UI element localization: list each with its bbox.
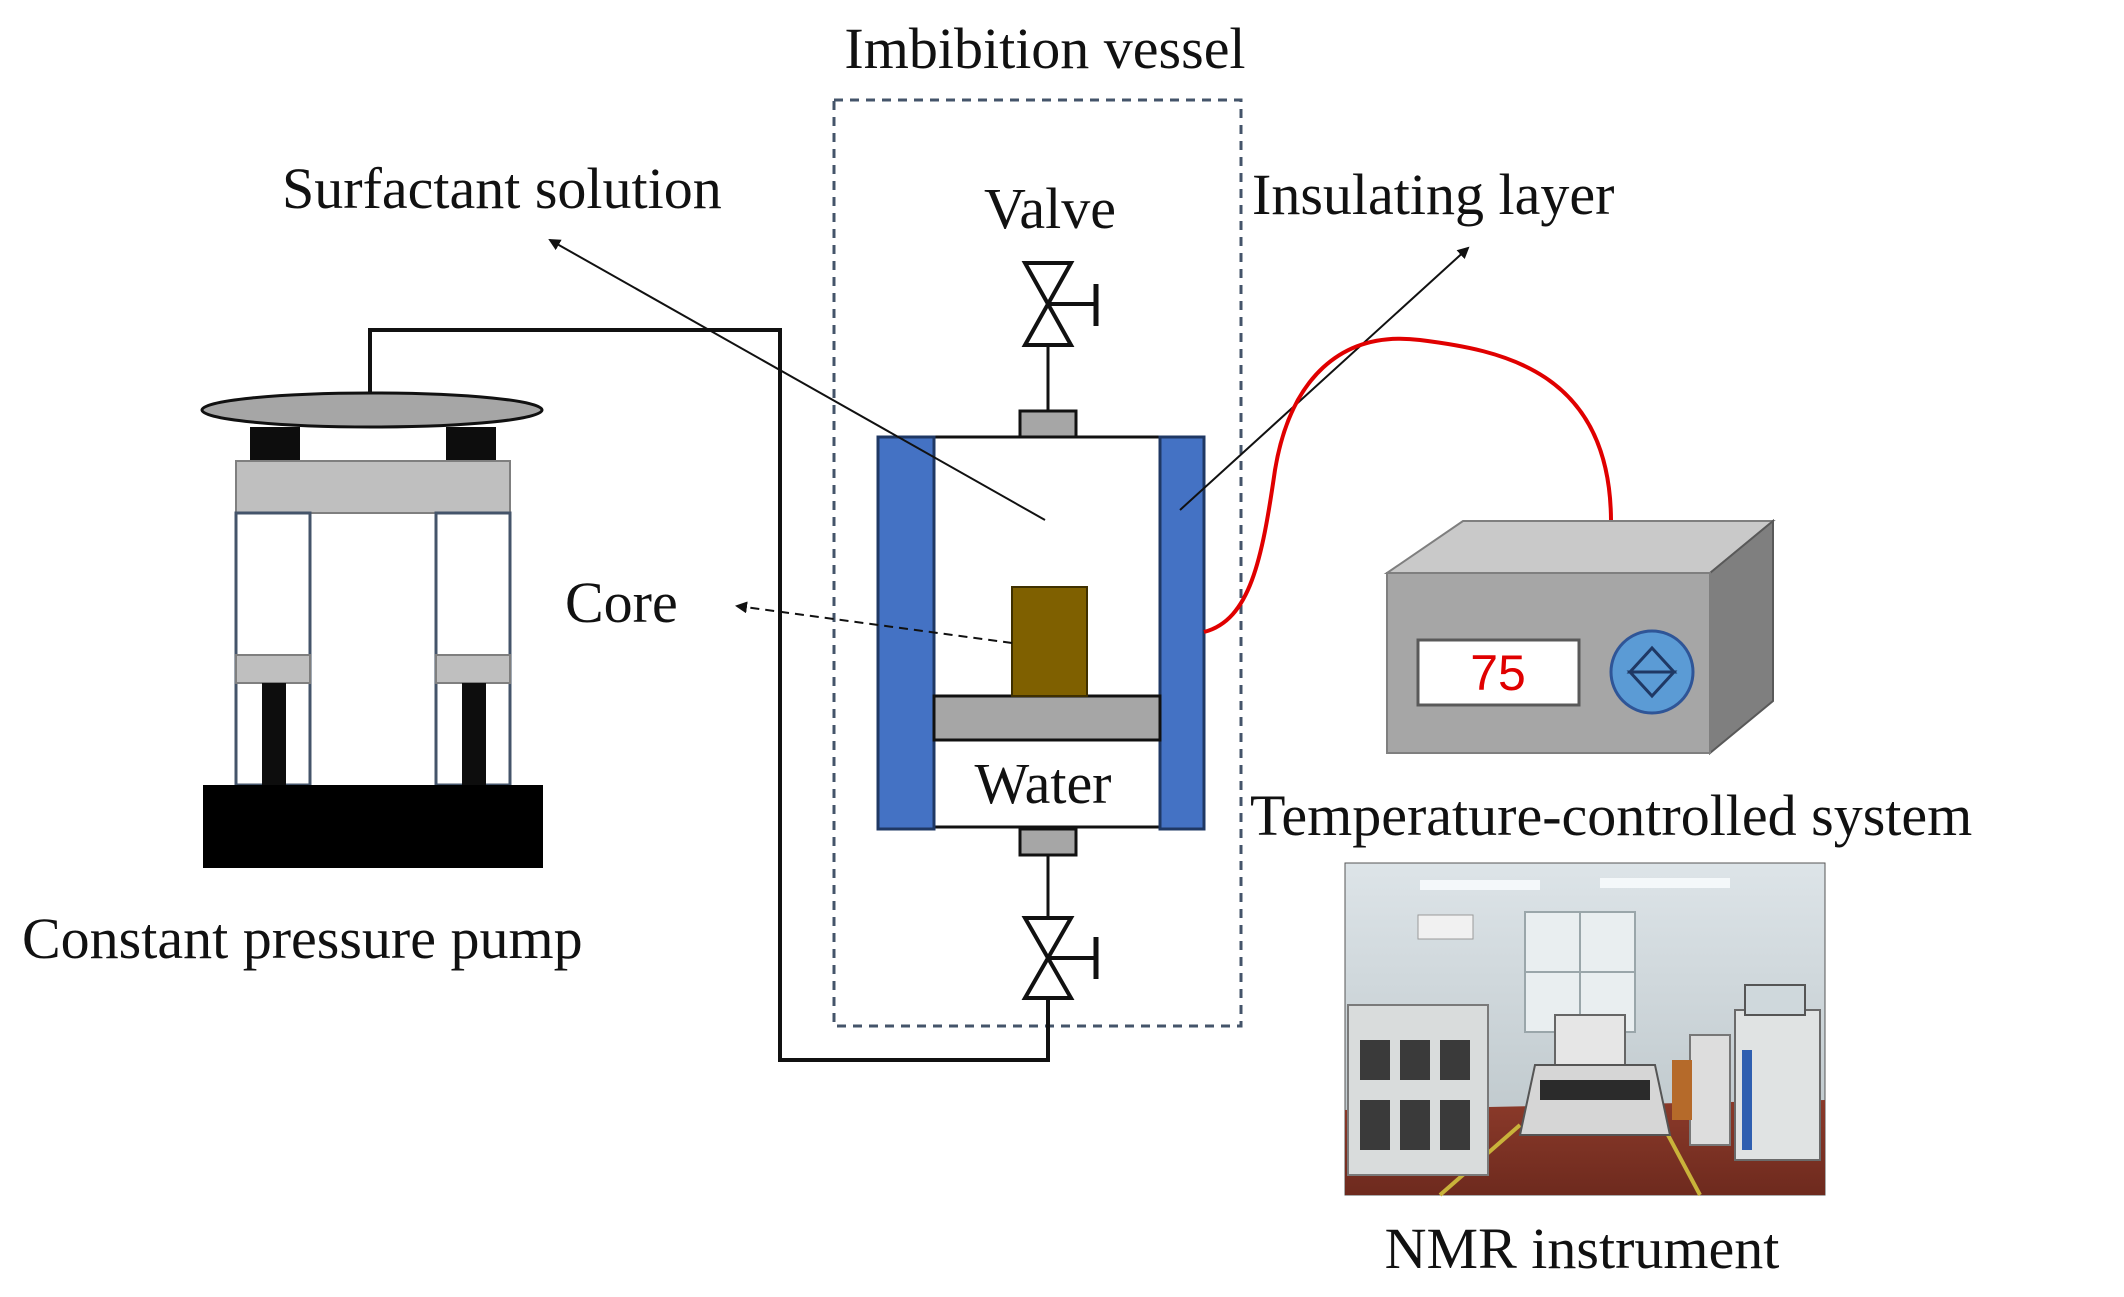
valve-label: Valve	[984, 176, 1116, 241]
nmr-instrument-label: NMR instrument	[1385, 1216, 1780, 1281]
bottom-connector	[1018, 827, 1078, 857]
constant-pressure-pump	[200, 391, 544, 868]
top-valve-icon[interactable]	[1021, 261, 1099, 411]
heater-wire	[1203, 336, 1613, 634]
core-pointer	[735, 601, 1013, 644]
pressure-tubing	[368, 328, 1050, 1062]
temperature-controlled-system-label: Temperature-controlled system	[1250, 783, 1972, 848]
piston-plate	[932, 694, 1162, 742]
core-label: Core	[565, 570, 678, 635]
top-connector	[1018, 409, 1078, 439]
nmr-instrument-photo	[1344, 862, 1826, 1197]
insulating-layer-right	[1158, 435, 1206, 831]
temperature-readout: 75	[1470, 645, 1526, 701]
surfactant-solution-pointer	[548, 239, 1046, 521]
insulating-layer-label: Insulating layer	[1252, 162, 1614, 227]
imbibition-vessel-boundary	[832, 98, 1243, 1028]
up-down-arrows-icon[interactable]	[1609, 629, 1695, 715]
temperature-display	[1416, 638, 1581, 707]
surfactant-solution-label: Surfactant solution	[282, 156, 722, 221]
water-label: Water	[974, 751, 1111, 816]
temperature-controller: 75	[1383, 518, 1776, 756]
imbibition-vessel-label: Imbibition vessel	[844, 16, 1245, 81]
insulating-layer-left	[876, 435, 936, 831]
bottom-valve-icon[interactable]	[1021, 855, 1099, 1000]
insulating-layer-pointer	[1179, 246, 1470, 511]
core-sample	[1011, 586, 1088, 697]
constant-pressure-pump-label: Constant pressure pump	[22, 906, 583, 971]
